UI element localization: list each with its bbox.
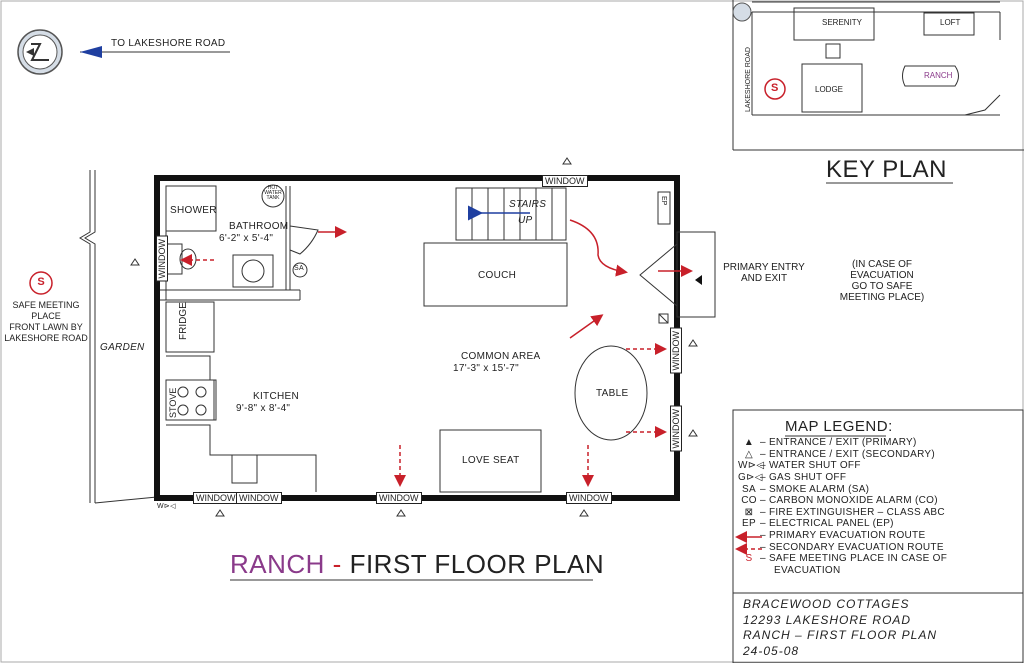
secondary-exit-icons — [130, 157, 698, 517]
window-right-1: WINDOW — [670, 328, 682, 374]
direction-arrow-icon — [80, 46, 102, 58]
legend-item: G⊳◁– GAS SHUT OFF — [738, 472, 1020, 484]
legend-item: ▲ – ENTRANCE / EXIT (PRIMARY) — [738, 437, 1020, 449]
title-block-company: BRACEWOOD COTTAGES — [743, 597, 910, 611]
fridge-label: FRIDGE — [178, 302, 189, 340]
primary-entry-label: PRIMARY ENTRY AND EXIT — [723, 262, 805, 284]
legend-text: EVACUATION — [774, 564, 841, 576]
legend-symbol: SA — [742, 483, 756, 495]
water-shutoff-icon: W⊳◁ — [157, 503, 176, 510]
hot-water-tank-label: HOT WATER TANK — [264, 185, 282, 201]
couch-label: COUCH — [478, 270, 517, 281]
legend-item: EP – ELECTRICAL PANEL (EP) — [738, 518, 1020, 530]
love-seat-shape — [439, 429, 542, 493]
legend-symbol: G⊳◁ — [738, 472, 763, 484]
key-plan-title: KEY PLAN — [826, 156, 947, 183]
window-top: WINDOW — [542, 175, 588, 187]
primary-entry-icon — [695, 275, 702, 285]
bathroom-label: BATHROOM — [229, 221, 289, 232]
key-serenity: SERENITY — [822, 18, 863, 27]
legend-item: ⊠ – FIRE EXTINGUISHER – CLASS ABC — [738, 507, 1020, 519]
legend-symbol: ⊠ — [744, 506, 754, 518]
legend-text: – WATER SHUT OFF — [760, 460, 861, 472]
legend-text: – ELECTRICAL PANEL (EP) — [760, 518, 894, 530]
legend-text: – PRIMARY EVACUATION ROUTE — [760, 530, 926, 542]
title-separator: - — [324, 549, 350, 579]
kitchen-label: KITCHEN — [253, 391, 299, 402]
legend-text: – SAFE MEETING PLACE IN CASE OF — [760, 553, 948, 565]
legend-symbol: W⊳◁ — [738, 460, 765, 472]
legend-box — [732, 409, 1024, 663]
bathroom-dims: 6'-2" x 5'-4" — [219, 233, 274, 244]
legend-item: – PRIMARY EVACUATION ROUTE — [738, 530, 1020, 542]
stove-label: STOVE — [168, 387, 178, 418]
legend-item: S – SAFE MEETING PLACE IN CASE OF — [738, 553, 1020, 565]
legend-item: W⊳◁– WATER SHUT OFF — [738, 460, 1020, 472]
legend-list: ▲ – ENTRANCE / EXIT (PRIMARY) △ – ENTRANCE … — [738, 437, 1020, 576]
legend-text: – ENTRANCE / EXIT (PRIMARY) — [760, 437, 917, 449]
common-area-dims: 17'-3" x 15'-7" — [453, 363, 520, 374]
legend-text: – FIRE EXTINGUISHER – CLASS ABC — [760, 506, 945, 518]
garden-label: GARDEN — [100, 342, 145, 353]
to-road-label: TO LAKESHORE ROAD — [111, 38, 226, 49]
stairs-label: STAIRS — [509, 199, 547, 210]
key-ranch: RANCH — [924, 71, 953, 80]
safe-meeting-icon: S — [37, 276, 45, 288]
legend-text: – GAS SHUT OFF — [760, 472, 847, 484]
kitchen-dims: 9'-8" x 8'-4" — [236, 403, 291, 414]
key-lodge: LODGE — [815, 85, 844, 94]
legend-item: – SECONDARY EVACUATION ROUTE — [738, 541, 1020, 553]
north-arrow-icon — [17, 29, 63, 75]
title-block-date: 24-05-08 — [743, 643, 800, 658]
stairs-up-label: UP — [518, 215, 533, 226]
common-area-label: COMMON AREA — [461, 351, 541, 362]
window-bathroom: WINDOW — [156, 236, 168, 282]
legend-symbol: CO — [741, 495, 757, 507]
legend-item: CO– CARBON MONOXIDE ALARM (CO) — [738, 495, 1020, 507]
safe-meeting-label: SAFE MEETING PLACE FRONT LAWN BY LAKESHO… — [4, 300, 88, 343]
title-ranch: RANCH — [230, 549, 325, 579]
window-bottom-3: WINDOW — [376, 492, 422, 504]
legend-symbol: △ — [745, 448, 753, 460]
legend-item: EVACUATION — [738, 565, 1020, 577]
legend-symbol: ▲ — [743, 437, 755, 449]
evacuation-note: (IN CASE OF EVACUATION GO TO SAFE MEETIN… — [839, 259, 925, 303]
window-bottom-2: WINDOW — [236, 492, 282, 504]
key-loft: LOFT — [940, 18, 961, 27]
title-block: BRACEWOOD COTTAGES 12293 LAKESHORE ROAD … — [743, 597, 937, 659]
key-safe-icon: S — [771, 82, 779, 94]
legend-title: MAP LEGEND: — [785, 418, 893, 435]
title-block-address: 12293 LAKESHORE ROAD — [743, 612, 912, 627]
shower-label: SHOWER — [170, 205, 217, 216]
legend-item: △ – ENTRANCE / EXIT (SECONDARY) — [738, 449, 1020, 461]
legend-symbol: EP — [742, 518, 756, 530]
window-right-2: WINDOW — [670, 406, 682, 452]
title-rest: FIRST FLOOR PLAN — [349, 549, 605, 579]
table-shape — [574, 345, 648, 441]
legend-text: – ENTRANCE / EXIT (SECONDARY) — [760, 448, 936, 460]
key-road: LAKESHORE ROAD — [745, 47, 752, 112]
legend-symbol: S — [745, 553, 753, 565]
love-seat-label: LOVE SEAT — [462, 455, 520, 466]
table-label: TABLE — [596, 388, 629, 399]
smoke-alarm-icon: SA — [294, 265, 304, 272]
window-bottom-1: WINDOW — [193, 492, 239, 504]
page-title: RANCH - FIRST FLOOR PLAN — [230, 549, 604, 580]
legend-item: SA – SMOKE ALARM (SA) — [738, 483, 1020, 495]
title-block-drawing: RANCH – FIRST FLOOR PLAN — [743, 628, 938, 642]
window-bottom-4: WINDOW — [566, 492, 612, 504]
legend-text: – CARBON MONOXIDE ALARM (CO) — [760, 495, 938, 507]
electrical-panel-label: EP — [660, 196, 667, 206]
legend-text: – SECONDARY EVACUATION ROUTE — [760, 541, 944, 553]
couch-shape — [423, 242, 568, 307]
legend-text: – SMOKE ALARM (SA) — [760, 483, 870, 495]
